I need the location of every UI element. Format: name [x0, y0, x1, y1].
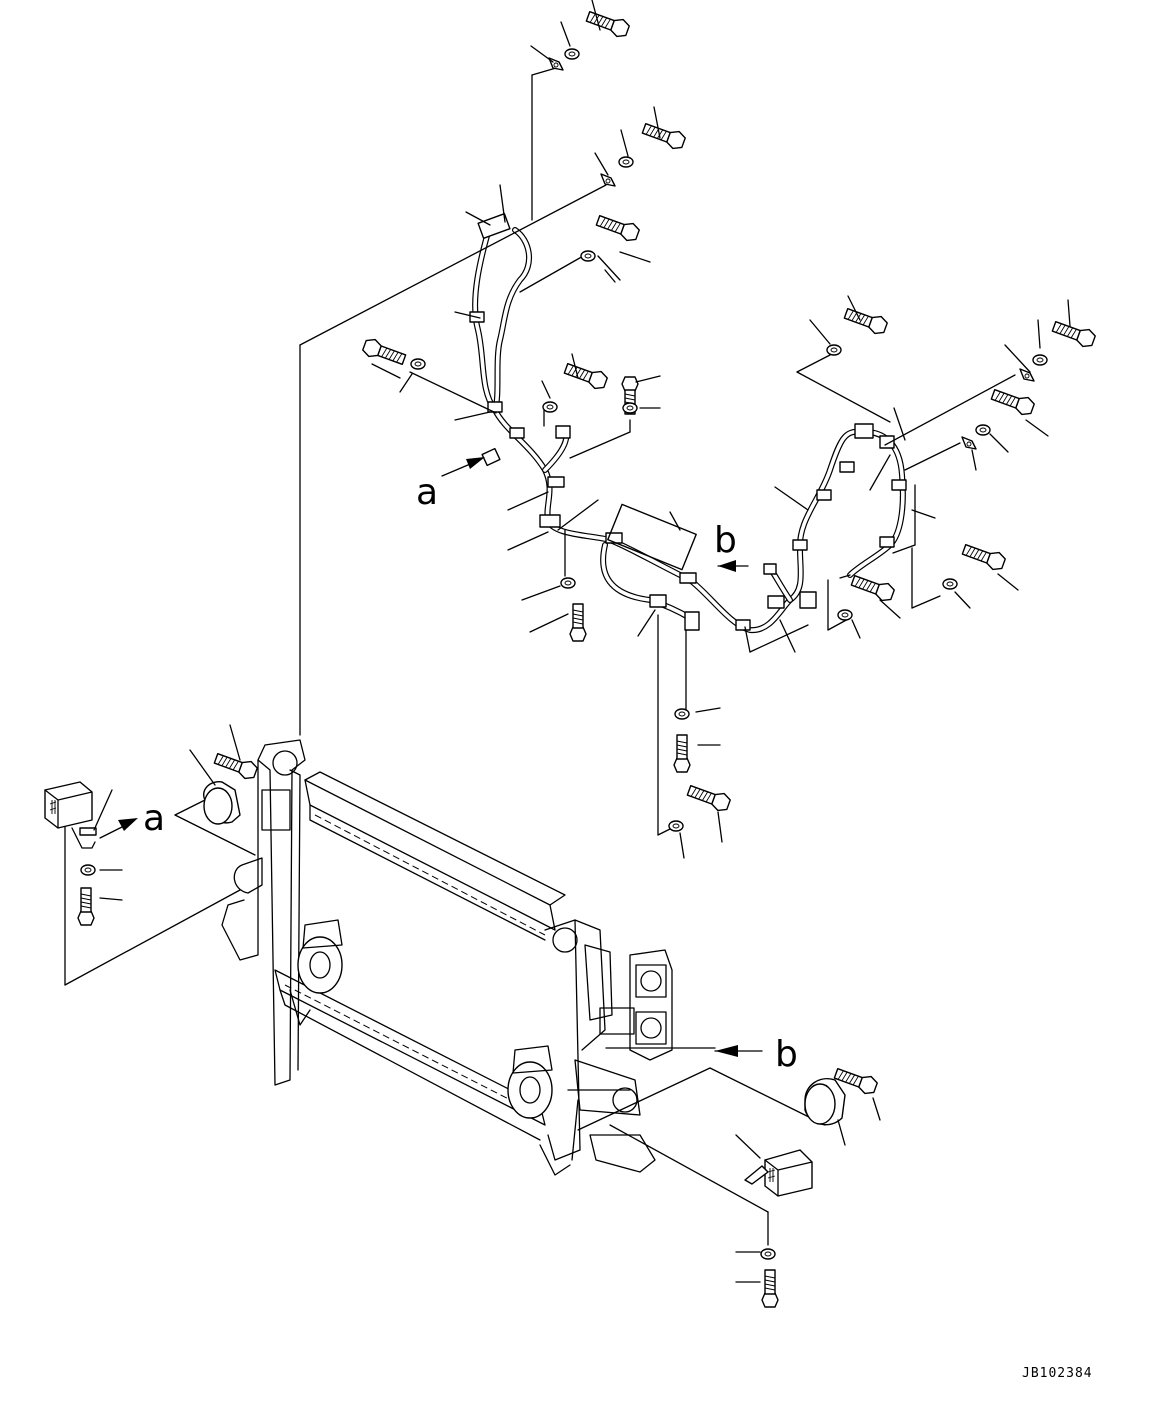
part-reference-line [954, 591, 971, 609]
part-reference-line [989, 433, 1009, 453]
part-reference-line [189, 749, 216, 786]
part-reference-line [879, 599, 901, 619]
part-reference-line [779, 619, 796, 653]
part-reference-line [99, 897, 123, 901]
part-reference-line [1067, 299, 1071, 327]
part-reference-line [637, 609, 656, 637]
radiator-frame [221, 739, 673, 1176]
part-reference-line [997, 573, 1019, 591]
lamp-right [804, 1078, 846, 1126]
part-reference-line [93, 789, 113, 831]
part-reference-line [594, 152, 609, 176]
lamp-left [203, 781, 241, 825]
part-reference-line [717, 811, 723, 843]
part-reference-line [541, 380, 551, 399]
part-reference-line [529, 613, 569, 633]
callout-b-lower: b [775, 1034, 798, 1075]
part-reference-line [1037, 319, 1041, 349]
part-reference-line [454, 411, 491, 421]
part-reference-line [597, 255, 621, 281]
part-reference-line [774, 486, 809, 511]
callout-a-upper: a [416, 472, 438, 513]
leader-lines [64, 67, 1016, 1246]
part-reference-line [620, 129, 629, 157]
part-reference-line [507, 531, 549, 551]
part-reference-line [530, 45, 554, 63]
horn-left [297, 919, 343, 994]
part-reference-line [893, 407, 906, 441]
part-reference-line [971, 449, 977, 471]
part-reference-line [619, 251, 651, 263]
horn-right [507, 1045, 553, 1119]
part-reference-line [465, 211, 491, 226]
relay-right [744, 1149, 813, 1197]
part-reference-line [735, 1134, 761, 1159]
part-reference-line [1025, 419, 1049, 437]
part-reference-line [521, 585, 561, 601]
part-reference-line [851, 619, 861, 639]
callout-a-lower: a [143, 798, 165, 839]
part-reference-line [1004, 344, 1031, 373]
part-reference-line [653, 106, 661, 139]
part-reference-line [557, 499, 599, 531]
part-reference-line [571, 353, 579, 379]
part-reference-line [560, 21, 571, 47]
arrow-a-harness [441, 457, 485, 477]
part-reference-line [837, 1119, 846, 1146]
part-reference-line [399, 373, 413, 393]
relay-left [44, 781, 97, 849]
part-reference-line [371, 363, 401, 379]
wiring-harness [469, 212, 907, 634]
arrow-b-harness [717, 560, 749, 572]
part-reference-line [669, 511, 681, 531]
part-reference-stubs [93, 0, 1071, 1283]
drawing-code: JB102384 [1022, 1366, 1093, 1381]
arrow-a-frame [99, 818, 138, 839]
part-reference-line [507, 491, 549, 511]
part-reference-line [695, 707, 721, 713]
part-reference-line [679, 832, 685, 859]
part-reference-line [911, 509, 936, 519]
part-reference-line [229, 724, 241, 761]
part-reference-line [809, 319, 831, 345]
part-reference-line [604, 269, 616, 283]
part-reference-line [499, 184, 506, 223]
fasteners [77, 7, 1098, 1308]
part-reference-line [869, 454, 891, 491]
callout-b-upper: b [714, 520, 737, 561]
part-reference-line [454, 311, 481, 319]
part-reference-line [635, 375, 661, 383]
part-reference-line [847, 295, 861, 321]
part-reference-line [591, 0, 601, 31]
arrow-b-frame [714, 1045, 763, 1057]
part-reference-line [872, 1097, 881, 1121]
